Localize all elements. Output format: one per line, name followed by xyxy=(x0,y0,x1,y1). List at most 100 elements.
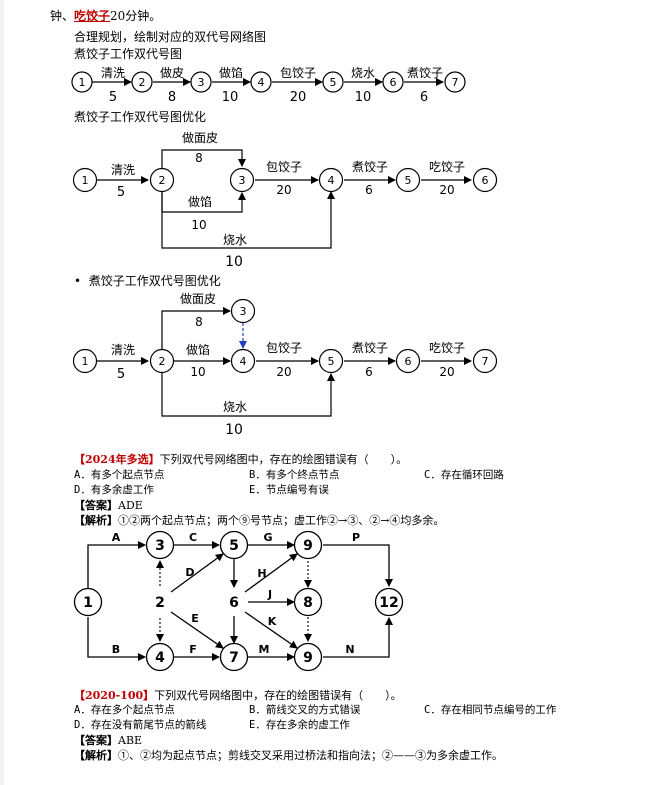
d4-node-circle xyxy=(145,530,175,560)
d3-arrow-water xyxy=(161,373,335,417)
d1-node-7: 7 xyxy=(452,76,459,89)
d4-node-circle xyxy=(219,642,249,672)
d1-act-dur: 5 xyxy=(109,90,117,105)
q2-option-d: D．存在没有箭尾节点的箭线 xyxy=(74,719,207,731)
q2-option-e: E．存在多余的虚工作 xyxy=(249,719,350,731)
d3-node-3: 3 xyxy=(240,305,247,318)
d3-wash-dur: 5 xyxy=(117,367,125,382)
diagram3-title: 煮饺子工作双代号图优化 xyxy=(88,274,221,288)
q1-analysis-line: 【解析】①②两个起点节点；两个⑨号节点；虚工作②→③、②→④均多余。 xyxy=(74,515,444,526)
q2-answer-line: 【答案】ABE xyxy=(74,735,142,746)
d2-node-4: 4 xyxy=(328,174,335,187)
d3-node-5: 5 xyxy=(328,355,335,368)
d1-node-6: 6 xyxy=(390,76,397,89)
d2-node-6: 6 xyxy=(482,174,489,187)
q1-answer-line: 【答案】ADE xyxy=(74,500,143,511)
d4-arrow-D xyxy=(170,553,224,593)
d2-node-1: 1 xyxy=(82,174,89,187)
d3-node-4: 4 xyxy=(240,355,247,368)
d4-label-C: C xyxy=(189,531,197,544)
plan-note: 合理规划，绘制对应的双代号网络图 xyxy=(74,30,267,44)
diagram4 xyxy=(87,541,393,661)
d3-node-2: 2 xyxy=(159,355,166,368)
d3-cook-dur: 6 xyxy=(365,365,373,379)
d3-node-circle xyxy=(318,348,344,374)
diagram4-nodes: 1 2 3 4 5 6 7 8 9 9 12 xyxy=(73,530,404,672)
d1-node-3: 3 xyxy=(198,76,205,89)
q1-stem: 下列双代号网络图中，存在的绘图错误有（ ）。 xyxy=(159,453,408,466)
diagram3-title-line: • 煮饺子工作双代号图优化 xyxy=(74,275,221,287)
diagram2-nodes: 1 2 3 4 5 6 xyxy=(72,167,498,193)
intro-suffix: 20分钟。 xyxy=(110,9,162,23)
d2-node-circle xyxy=(472,167,498,193)
diagram3-nodes: 1 2 3 4 5 6 7 xyxy=(72,298,498,374)
q2-stem: 下列双代号网络图中，存在的绘图错误有（ ）。 xyxy=(154,689,402,702)
d3-wash-name: 清洗 xyxy=(111,343,135,357)
diagram1-title: 煮饺子工作双代号图 xyxy=(74,47,183,61)
d4-arrow-A xyxy=(87,541,146,588)
diagram2-labels: 清洗 5 做面皮 8 做馅 10 烧水 10 包饺子 20 煮饺子 6 吃饺子 … xyxy=(111,130,465,270)
d2-eat-dur: 20 xyxy=(439,183,454,197)
d3-node-1: 1 xyxy=(82,355,89,368)
d4-node-9-bottom: 9 xyxy=(303,650,313,666)
d1-act-name: 包饺子 xyxy=(280,65,316,80)
d4-label-D: D xyxy=(185,566,194,579)
d3-node-circle xyxy=(230,298,256,324)
d2-arrow-skin xyxy=(161,149,246,168)
d3-node-7: 7 xyxy=(482,355,489,368)
diagram2 xyxy=(96,149,472,249)
diagram1-labels: 清洗 5 做皮 8 做馅 10 包饺子 20 烧水 10 煮饺子 6 xyxy=(101,65,443,105)
page-edge xyxy=(0,0,4,785)
d4-label-B: B xyxy=(112,643,120,656)
d2-node-circle xyxy=(395,167,421,193)
q1-option-d: D．有多余虚工作 xyxy=(74,484,154,496)
d3-node-circle xyxy=(149,348,175,374)
d4-node-circle xyxy=(219,530,249,560)
d3-water-dur: 10 xyxy=(225,422,243,438)
q1-stem-line: 【2024年多选】下列双代号网络图中，存在的绘图错误有（ ）。 xyxy=(74,454,407,465)
d4-node-circle xyxy=(220,588,248,616)
d4-node-circle xyxy=(146,588,174,616)
d2-node-3: 3 xyxy=(239,174,246,187)
diagram3-labels: 清洗 5 做面皮 8 做馅 10 烧水 10 包饺子 20 煮饺子 6 吃饺子 … xyxy=(111,291,465,438)
d2-node-circle xyxy=(318,167,344,193)
q2-answer: ABE xyxy=(118,734,143,747)
d3-skin-dur: 8 xyxy=(195,315,203,329)
q2-analysis-line: 【解析】①、②均为起点节点；剪线交叉采用过桥法和指向法；②——③为多余虚工作。 xyxy=(74,750,503,761)
d3-wrap-name: 包饺子 xyxy=(266,340,302,355)
d4-node-4: 4 xyxy=(155,650,165,666)
d4-node-5: 5 xyxy=(229,538,239,554)
d2-wrap-dur: 20 xyxy=(276,183,291,197)
intro-highlight: 吃饺子 xyxy=(74,9,111,23)
d3-eat-dur: 20 xyxy=(439,365,454,379)
d4-label-N: N xyxy=(345,643,354,656)
d4-node-1: 1 xyxy=(83,595,93,611)
d3-fill-dur: 10 xyxy=(190,365,205,379)
d2-water-name: 烧水 xyxy=(223,233,247,247)
d1-node-circle xyxy=(250,71,272,93)
d4-node-2: 2 xyxy=(155,595,165,611)
q1-tag: 【2024年多选】 xyxy=(74,453,160,466)
d1-node-1: 1 xyxy=(79,76,86,89)
d2-wash-dur: 5 xyxy=(117,185,125,200)
d3-eat-name: 吃饺子 xyxy=(429,340,465,355)
d4-label-M: M xyxy=(259,643,270,656)
d1-act-name: 清洗 xyxy=(101,66,125,80)
d3-node-circle xyxy=(395,348,421,374)
d4-node-circle xyxy=(73,587,103,617)
q2-tag: 【2020-100】 xyxy=(74,689,155,702)
d4-node-6: 6 xyxy=(229,595,239,611)
d4-node-7: 7 xyxy=(229,650,239,666)
d1-node-circle xyxy=(190,71,212,93)
q1-option-e: E．节点编号有误 xyxy=(249,484,329,496)
d4-node-circle xyxy=(145,642,175,672)
d1-node-5: 5 xyxy=(330,76,337,89)
d4-label-K: K xyxy=(268,615,277,628)
d1-act-name: 烧水 xyxy=(351,66,375,80)
d4-label-P: P xyxy=(352,531,360,544)
q1-analysis: ①②两个起点节点；两个⑨号节点；虚工作②→③、②→④均多余。 xyxy=(118,514,445,527)
d2-node-circle xyxy=(229,167,255,193)
d2-node-5: 5 xyxy=(405,174,412,187)
d1-act-dur: 8 xyxy=(168,90,176,105)
